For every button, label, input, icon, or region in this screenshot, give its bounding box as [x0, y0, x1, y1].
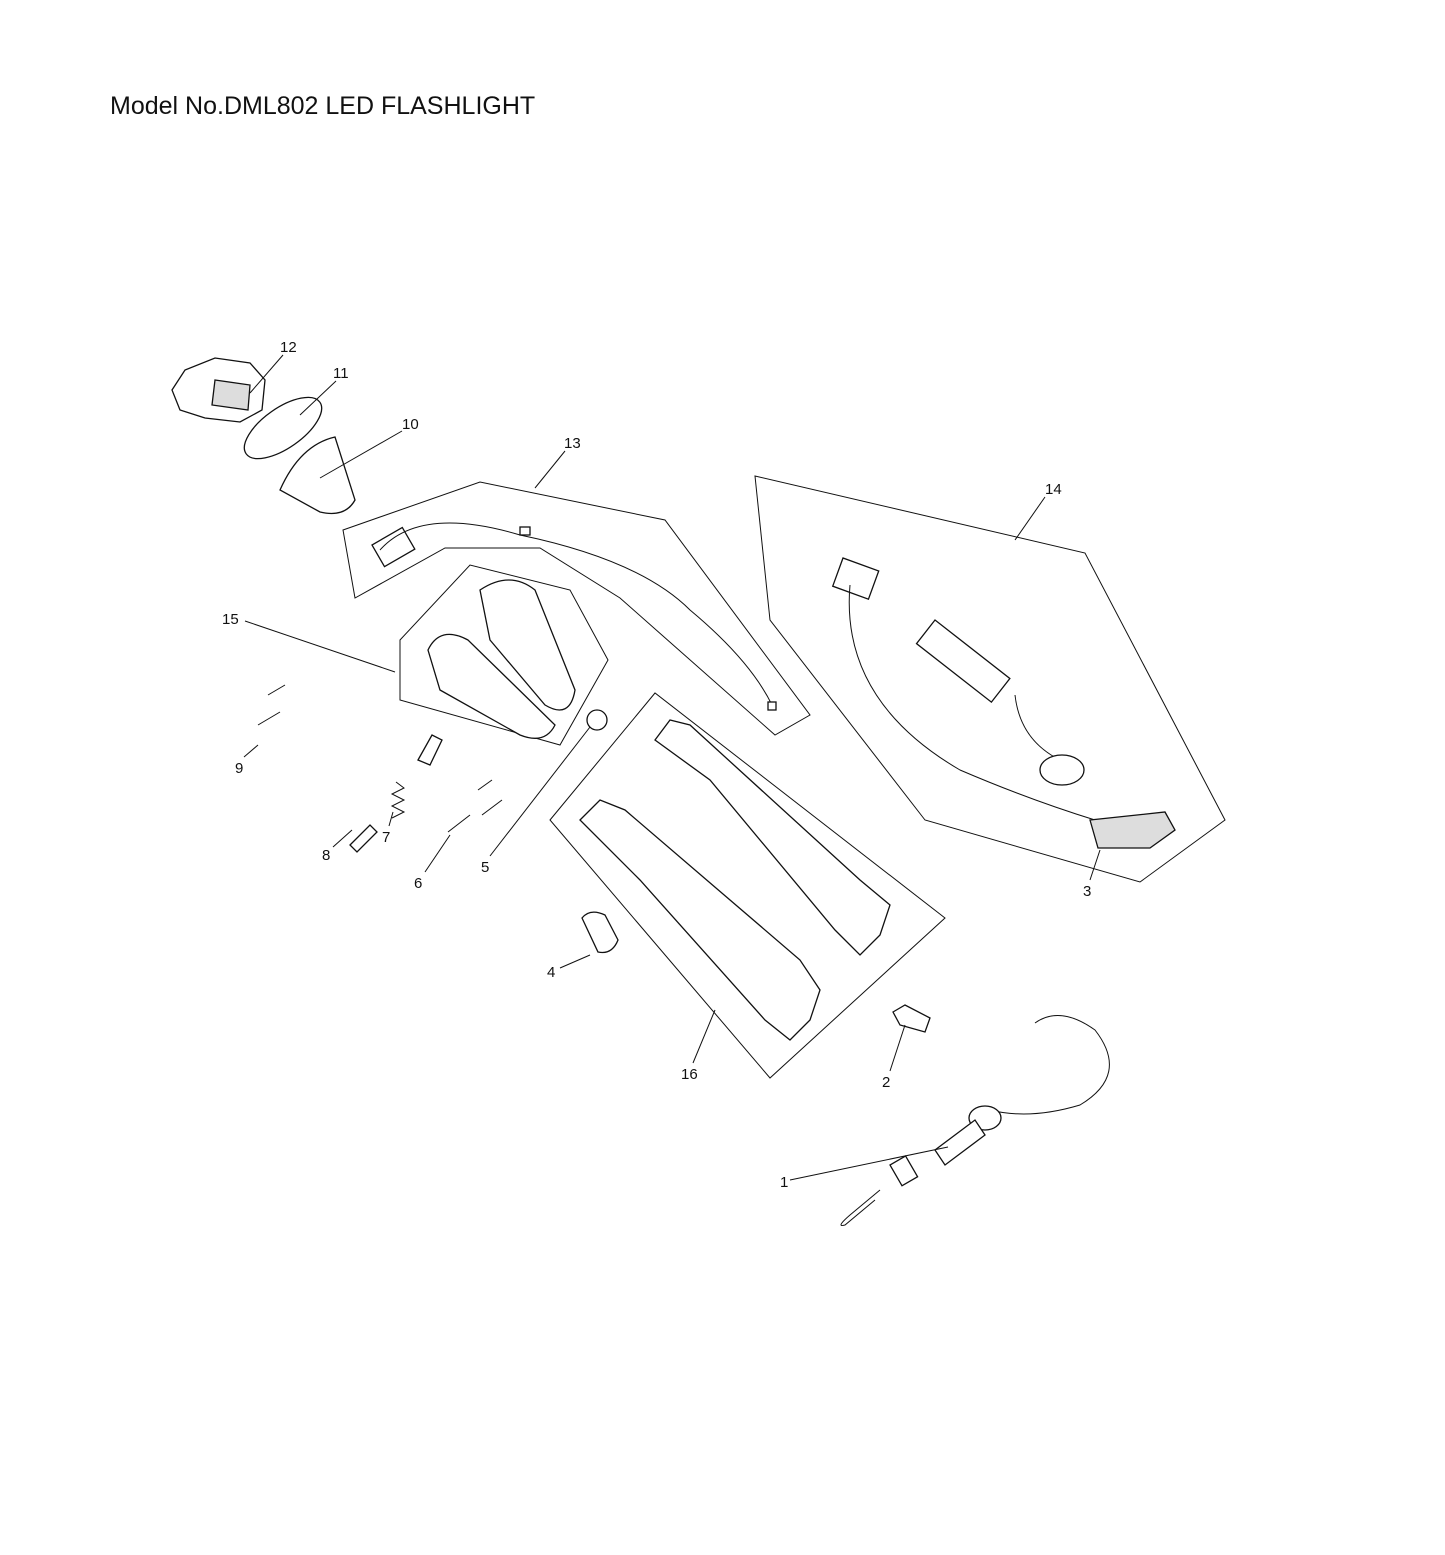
part-14-battery-wire	[831, 557, 1096, 821]
part-7-spring	[390, 781, 406, 819]
part-1-strap	[840, 1014, 1110, 1226]
callout-1: 1	[780, 1174, 788, 1191]
callout-15: 15	[222, 611, 239, 628]
group-outline-16	[549, 692, 946, 1079]
callout-11: 11	[333, 365, 349, 382]
leader-lines	[243, 354, 1101, 1181]
part-16-body-housing	[579, 719, 891, 1041]
part-2-bracket	[892, 1004, 931, 1033]
callout-4: 4	[547, 964, 555, 981]
part-6-screws	[447, 779, 503, 833]
callout-6: 6	[414, 875, 422, 892]
callout-10: 10	[402, 416, 419, 433]
callout-16: 16	[681, 1066, 698, 1083]
callout-14: 14	[1045, 481, 1062, 498]
part-4-switch-button	[581, 911, 619, 954]
part-12-bezel	[171, 357, 266, 423]
callout-8: 8	[322, 847, 330, 864]
group-outline-14	[754, 475, 1226, 883]
callout-2: 2	[882, 1074, 890, 1091]
part-10-reflector	[279, 436, 356, 515]
callout-13: 13	[564, 435, 581, 452]
callout-5: 5	[481, 859, 489, 876]
part-15-head-housing	[427, 579, 576, 739]
callout-12: 12	[280, 339, 297, 356]
part-13-led-wire	[371, 522, 777, 711]
part-7-pin	[417, 734, 443, 766]
part-9-screws	[257, 684, 286, 726]
callout-9: 9	[235, 760, 243, 777]
part-3-terminal	[1089, 811, 1176, 849]
callout-3: 3	[1083, 883, 1091, 900]
group-outline-13	[342, 481, 811, 736]
group-outline-15	[399, 564, 609, 746]
callout-7: 7	[382, 829, 390, 846]
diagram-title: Model No.DML802 LED FLASHLIGHT	[110, 92, 536, 120]
part-8-pin	[349, 824, 378, 853]
part-5-o-ring	[586, 709, 608, 731]
